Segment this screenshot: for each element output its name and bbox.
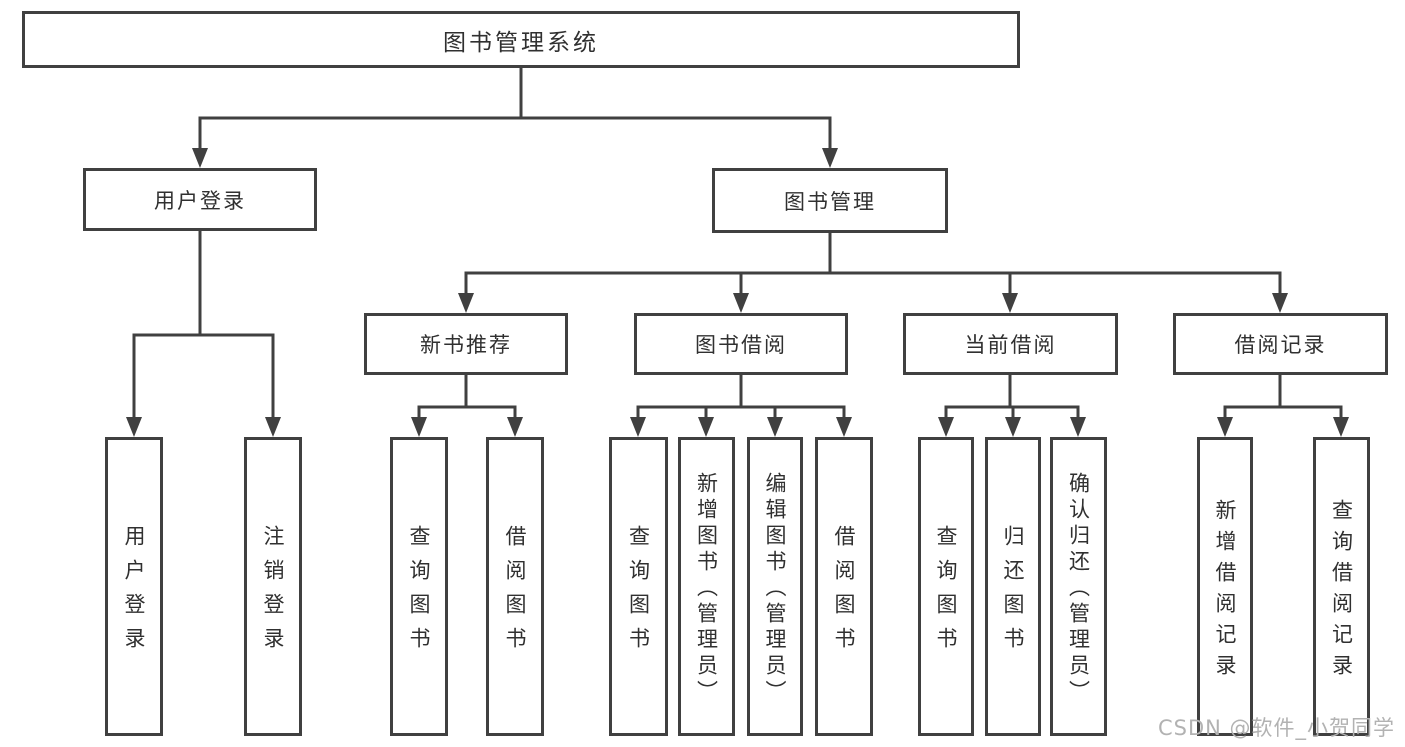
node-label: 图书管理: [784, 189, 876, 214]
node-book-management-system: 图书管理系统: [22, 11, 1020, 68]
node-label: 借阅图书: [832, 525, 856, 661]
node-label: 查询借阅记录: [1329, 498, 1354, 685]
node-current-borrow: 当前借阅: [903, 313, 1118, 375]
leaf-add-books-admin: 新增图书（管理员）: [678, 437, 735, 736]
node-borrow-record: 借阅记录: [1173, 313, 1388, 375]
leaf-confirm-return-admin: 确认归还（管理员）: [1050, 437, 1107, 736]
connector-stems: [132, 118, 1343, 421]
node-label: 当前借阅: [964, 333, 1057, 357]
arrowhead: [630, 417, 646, 437]
arrowhead: [1217, 417, 1233, 437]
node-label: 新增借阅记录: [1213, 498, 1237, 685]
connector-spines: [132, 66, 1343, 409]
arrowhead: [1333, 417, 1349, 437]
node-label: 借阅图书: [503, 525, 527, 661]
arrowheads: [126, 148, 1349, 437]
arrowhead: [265, 417, 281, 437]
node-label: 借阅记录: [1234, 333, 1327, 357]
arrowhead: [1002, 293, 1018, 313]
node-label: 新增图书（管理员）: [694, 472, 719, 706]
arrowhead: [1272, 293, 1288, 313]
arrowhead: [507, 417, 523, 437]
node-label: 编辑图书（管理员）: [763, 472, 787, 706]
arrowhead: [411, 417, 427, 437]
node-label: 图书管理系统: [443, 29, 599, 56]
node-label: 确认归还（管理员）: [1066, 472, 1091, 706]
arrowhead: [938, 417, 954, 437]
node-book-borrow: 图书借阅: [634, 313, 848, 375]
arrowhead: [458, 293, 474, 313]
node-label: 新书推荐: [420, 333, 512, 357]
arrowhead: [767, 417, 783, 437]
arrowhead: [822, 148, 838, 168]
leaf-user-login: 用户登录: [105, 437, 163, 736]
node-label: 查询图书: [626, 525, 651, 661]
node-user-login: 用户登录: [83, 168, 317, 231]
arrowhead: [733, 293, 749, 313]
arrowhead: [1005, 417, 1021, 437]
node-label: 注销登录: [261, 525, 285, 661]
leaf-logout: 注销登录: [244, 437, 302, 736]
leaf-query-books-recommend: 查询图书: [390, 437, 448, 736]
arrowhead: [192, 148, 208, 168]
leaf-query-books-current: 查询图书: [918, 437, 974, 736]
leaf-borrow-books-borrow: 借阅图书: [815, 437, 873, 736]
node-label: 归还图书: [1001, 525, 1025, 661]
leaf-return-books: 归还图书: [985, 437, 1041, 736]
arrowhead: [698, 417, 714, 437]
node-new-book-recommend: 新书推荐: [364, 313, 568, 375]
arrowhead: [836, 417, 852, 437]
node-label: 查询图书: [934, 525, 958, 661]
leaf-query-books-borrow: 查询图书: [609, 437, 668, 736]
leaf-edit-books-admin: 编辑图书（管理员）: [747, 437, 803, 736]
node-label: 用户登录: [122, 525, 146, 661]
leaf-query-borrow-record: 查询借阅记录: [1313, 437, 1370, 736]
watermark: CSDN @软件_小贺同学: [1158, 716, 1396, 740]
node-book-management: 图书管理: [712, 168, 948, 233]
node-label: 查询图书: [407, 525, 431, 661]
arrowhead: [1070, 417, 1086, 437]
leaf-borrow-books-recommend: 借阅图书: [486, 437, 544, 736]
arrowhead: [126, 417, 142, 437]
leaf-add-borrow-record: 新增借阅记录: [1197, 437, 1253, 736]
node-label: 用户登录: [154, 188, 246, 213]
node-label: 图书借阅: [695, 333, 787, 357]
